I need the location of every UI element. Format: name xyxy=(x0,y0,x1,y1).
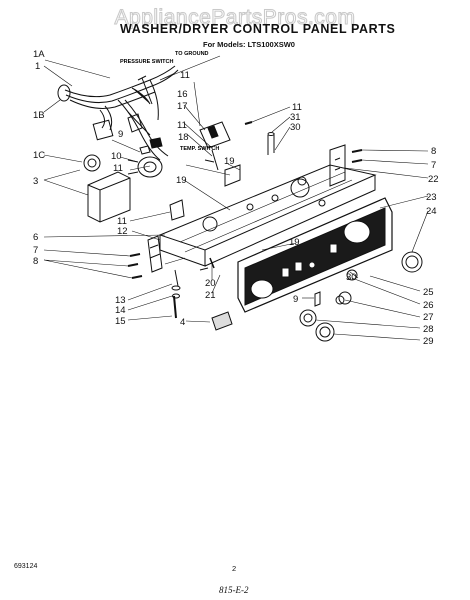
part-label-19-lower: 19 xyxy=(289,237,300,248)
part-label-14: 14 xyxy=(115,305,126,316)
part-label-19-upper: 19 xyxy=(224,156,235,167)
screw-stack xyxy=(164,257,186,319)
part-label-13: 13 xyxy=(115,295,126,306)
part-label-6: 6 xyxy=(33,232,38,243)
part-label-31: 30 xyxy=(290,122,301,133)
console-frame xyxy=(158,164,377,267)
part-label-11-left: 11 xyxy=(117,216,127,227)
part-label-9-left: 9 xyxy=(118,129,123,140)
page-number: 2 xyxy=(232,564,237,573)
right-screws xyxy=(351,149,363,163)
part-label-11-midleft: 11 xyxy=(113,163,123,174)
doc-number: 693124 xyxy=(14,563,38,570)
part-label-7-right: 7 xyxy=(431,160,436,171)
part-label-12: 12 xyxy=(117,226,128,237)
callout-temp-switch: TEMP. SWITCH xyxy=(180,146,219,152)
handwritten-code: 815-E-2 xyxy=(219,585,249,595)
part-label-3: 3 xyxy=(33,176,38,187)
part-label-29: 29 xyxy=(423,336,434,347)
part-label-1b: 1B xyxy=(33,110,45,121)
callout-pressure-switch-line1: PRESSURE SWITCH xyxy=(120,59,174,65)
part-label-18: 18 xyxy=(178,132,189,143)
part-label-16: 16 xyxy=(177,89,188,100)
knob-insert xyxy=(211,311,233,331)
part-label-24: 24 xyxy=(426,206,437,217)
upper-right-parts xyxy=(199,121,346,207)
part-label-22: 22 xyxy=(428,174,439,185)
part-label-21: 21 xyxy=(205,290,216,301)
part-label-19-mid: 19 xyxy=(176,175,187,186)
part-label-4: 4 xyxy=(180,317,185,328)
part-labels: 1A 1 1B 1C 3 6 7 8 9 10 11 11 12 13 14 1… xyxy=(33,49,439,347)
part-label-10: 10 xyxy=(111,151,122,162)
part-label-25: 25 xyxy=(423,287,434,298)
front-panel xyxy=(237,197,393,313)
part-label-30: 30 xyxy=(346,272,357,283)
part-label-32: 31 xyxy=(290,112,301,123)
knobs xyxy=(299,251,423,342)
page-title: WASHER/DRYER CONTROL PANEL PARTS xyxy=(120,22,396,36)
part-label-8-left: 8 xyxy=(33,256,38,267)
part-label-27: 27 xyxy=(423,312,434,323)
part-label-8-right: 8 xyxy=(431,146,436,157)
wire-harness xyxy=(57,65,179,161)
part-label-7-left: 7 xyxy=(33,245,38,256)
models-line: For Models: LTS100XSW0 xyxy=(203,40,295,49)
part-label-26: 26 xyxy=(423,300,434,311)
part-label-28: 28 xyxy=(423,324,434,335)
part-label-17: 17 xyxy=(177,101,188,112)
part-label-11-top: 11 xyxy=(180,70,190,81)
pressure-switch xyxy=(127,75,153,133)
part-label-11-right: 11 xyxy=(292,102,302,113)
callout-to-ground: TO GROUND xyxy=(175,51,209,57)
part-label-1: 1 xyxy=(35,61,40,72)
timer-box xyxy=(83,154,131,223)
part-label-15: 15 xyxy=(115,316,126,327)
part-label-1c: 1C xyxy=(33,150,45,161)
part-label-20: 20 xyxy=(205,278,216,289)
part-label-9-lower: 9 xyxy=(293,294,298,305)
part-label-1a: 1A xyxy=(33,49,45,60)
bracket-left xyxy=(147,199,185,273)
part-label-11-mid: 11 xyxy=(177,120,187,131)
part-label-23: 23 xyxy=(426,192,437,203)
leader-lines xyxy=(43,55,429,341)
